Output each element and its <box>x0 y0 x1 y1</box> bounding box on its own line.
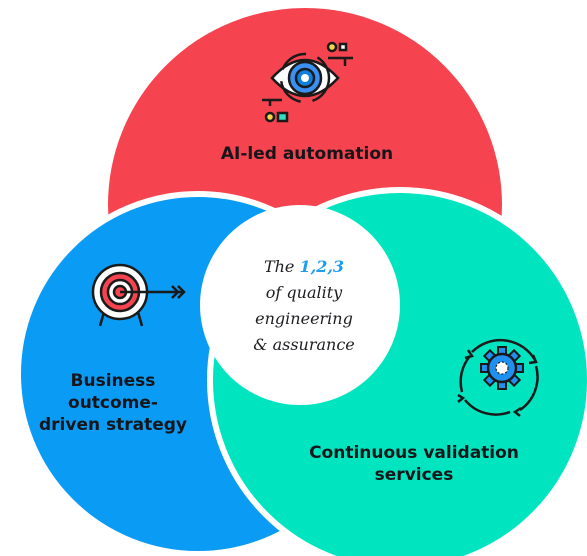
center-overlap <box>200 205 400 405</box>
label-line: AI-led automation <box>221 144 393 164</box>
label-line: Business <box>71 371 156 391</box>
label-line: services <box>375 465 454 485</box>
center-title: The 1,2,3 <box>264 257 344 276</box>
center-numbers: 1,2,3 <box>300 257 345 276</box>
center-line-3: & assurance <box>253 335 355 354</box>
gear-cycle-icon <box>457 338 539 417</box>
label-ai-automation: AI-led automation <box>221 144 393 164</box>
center-prefix: The <box>264 257 294 276</box>
center-line-1: of quality <box>266 283 343 302</box>
label-line: driven strategy <box>39 415 187 435</box>
label-line: Continuous validation <box>309 443 519 463</box>
eye-icon <box>262 41 353 123</box>
target-icon <box>91 263 186 327</box>
center-line-2: engineering <box>255 309 353 328</box>
label-line: outcome- <box>68 393 158 413</box>
